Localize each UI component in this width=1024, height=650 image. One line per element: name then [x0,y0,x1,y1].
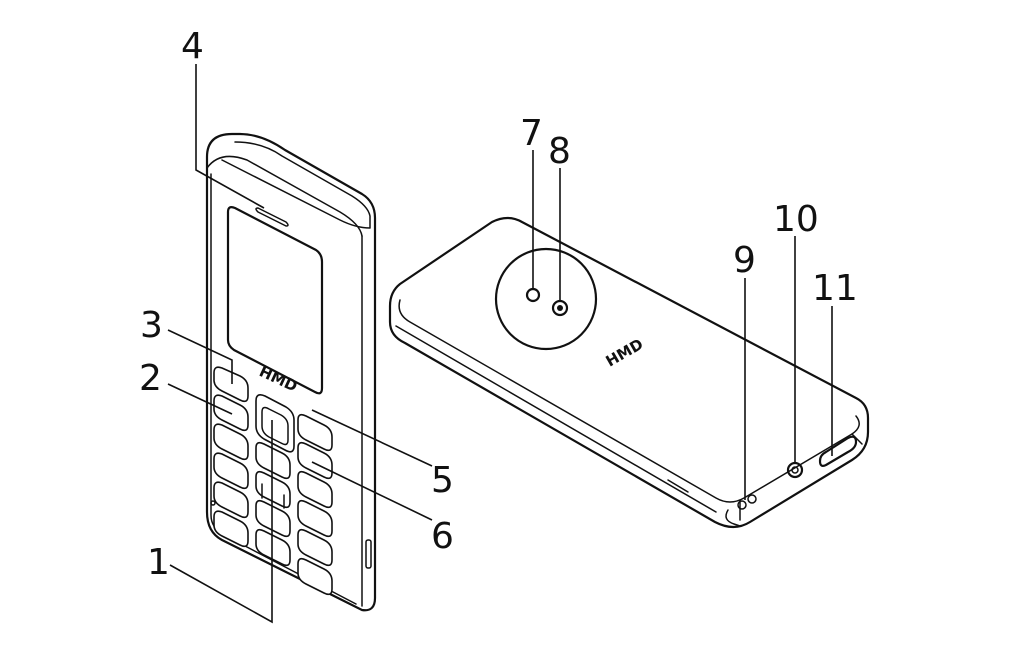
callout-8: 8 [548,131,571,172]
callout-labels: 1 2 3 4 5 6 7 8 9 10 11 [139,26,858,583]
headset-connector-inner [791,466,799,474]
callout-3: 3 [140,305,163,346]
front-top-lip [221,141,371,229]
microphone-hole [210,500,216,506]
key-6 [297,499,333,538]
callout-11: 11 [812,268,858,309]
leader-1 [169,420,273,624]
leader-5 [311,409,433,467]
key-4 [213,452,249,490]
loudspeaker-hole-1 [737,500,747,510]
leader-3 [167,329,233,384]
callout-6: 6 [431,516,454,557]
callout-7: 7 [520,113,543,154]
key-7 [213,481,249,519]
camera-flash [525,287,541,303]
end-key [297,441,333,480]
back-top-face-edge [398,299,860,503]
callout-10: 10 [773,199,819,240]
phone-back-view [388,216,870,529]
display-screen [226,206,324,395]
side-button [365,539,372,569]
back-lower-edge [395,325,717,513]
back-brand-logo: HMD [603,335,647,371]
key-1 [213,423,249,461]
key-2 [255,441,291,480]
keypad [210,366,333,596]
earpiece-slot [255,207,289,227]
callout-5: 5 [431,460,454,501]
callout-9: 9 [733,240,756,281]
loudspeaker-hole-2 [747,494,757,504]
key-0 [255,528,291,567]
key-star [213,510,249,548]
front-body-outline [205,132,377,612]
front-brand-logo: HMD [256,362,300,395]
callout-4: 4 [181,26,204,67]
side-slot [667,479,689,493]
callout-1: 1 [147,542,170,583]
key-8 [255,499,291,538]
leader-6 [311,461,433,521]
key-3 [297,470,333,509]
usb-port [818,435,858,467]
bottom-end-face [739,433,863,521]
right-soft-key [297,413,333,452]
leader-lines [167,64,833,624]
key-9 [297,528,333,567]
navigation-key-center [261,406,289,446]
navigation-key [255,394,295,453]
key-hash [297,557,333,596]
back-body-outline [388,216,870,529]
camera-lens-inner [557,305,563,311]
front-top-edge [206,155,363,237]
leader-2 [167,383,233,415]
left-soft-key [213,366,249,403]
camera-module [494,247,598,351]
callout-2: 2 [139,358,162,399]
back-bottom-face [725,509,741,527]
leader-4 [195,64,265,209]
key-5 [255,470,291,509]
